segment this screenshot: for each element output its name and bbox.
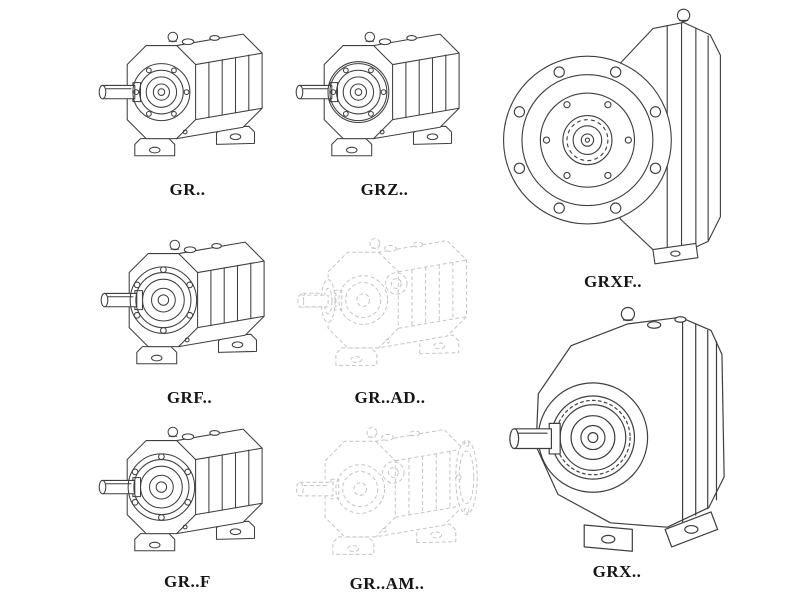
gearbox-line-art bbox=[100, 239, 265, 365]
figure-label-grz: GRZ.. bbox=[360, 180, 409, 199]
figure-gr-f: GR..F bbox=[90, 408, 285, 592]
gearbox-drawing-gr-ad bbox=[296, 238, 467, 366]
gearbox-drawing-gr bbox=[98, 31, 263, 157]
figure-label-grx: GRX.. bbox=[592, 562, 642, 581]
gearbox-drawing-gr-f bbox=[98, 426, 263, 552]
gearbox-drawing-grf bbox=[100, 239, 265, 365]
figure-gr: GR.. bbox=[90, 10, 285, 200]
figure-grx: GRX.. bbox=[492, 302, 742, 582]
figure-label-gr-ad: GR..AD.. bbox=[354, 388, 426, 407]
gearbox-drawing-grz bbox=[295, 31, 460, 157]
figure-grz: GRZ.. bbox=[287, 10, 482, 200]
gearbox-drawing-grx bbox=[509, 306, 725, 552]
figure-label-grf: GRF.. bbox=[166, 388, 213, 407]
gearbox-line-art bbox=[502, 8, 721, 265]
figure-label-gr: GR.. bbox=[169, 180, 206, 199]
gearbox-drawing-grxf bbox=[502, 8, 721, 265]
figure-grxf: GRXF.. bbox=[488, 2, 738, 292]
figure-label-grxf: GRXF.. bbox=[583, 272, 643, 291]
figure-label-gr-am: GR..AM.. bbox=[349, 574, 425, 593]
figure-grf: GRF.. bbox=[92, 218, 287, 408]
gearbox-line-art bbox=[98, 426, 263, 552]
figure-gr-ad: GR..AD.. bbox=[290, 218, 490, 408]
gearbox-line-art-phantom bbox=[295, 427, 478, 555]
gearbox-line-art bbox=[295, 31, 460, 157]
figure-gr-am: GR..AM.. bbox=[287, 410, 487, 594]
figure-label-gr-f: GR..F bbox=[164, 572, 211, 591]
gearbox-line-art-phantom bbox=[296, 238, 467, 366]
gearbox-line-art bbox=[98, 31, 263, 157]
gearbox-line-art bbox=[509, 306, 725, 552]
gearbox-drawing-gr-am bbox=[295, 427, 478, 555]
